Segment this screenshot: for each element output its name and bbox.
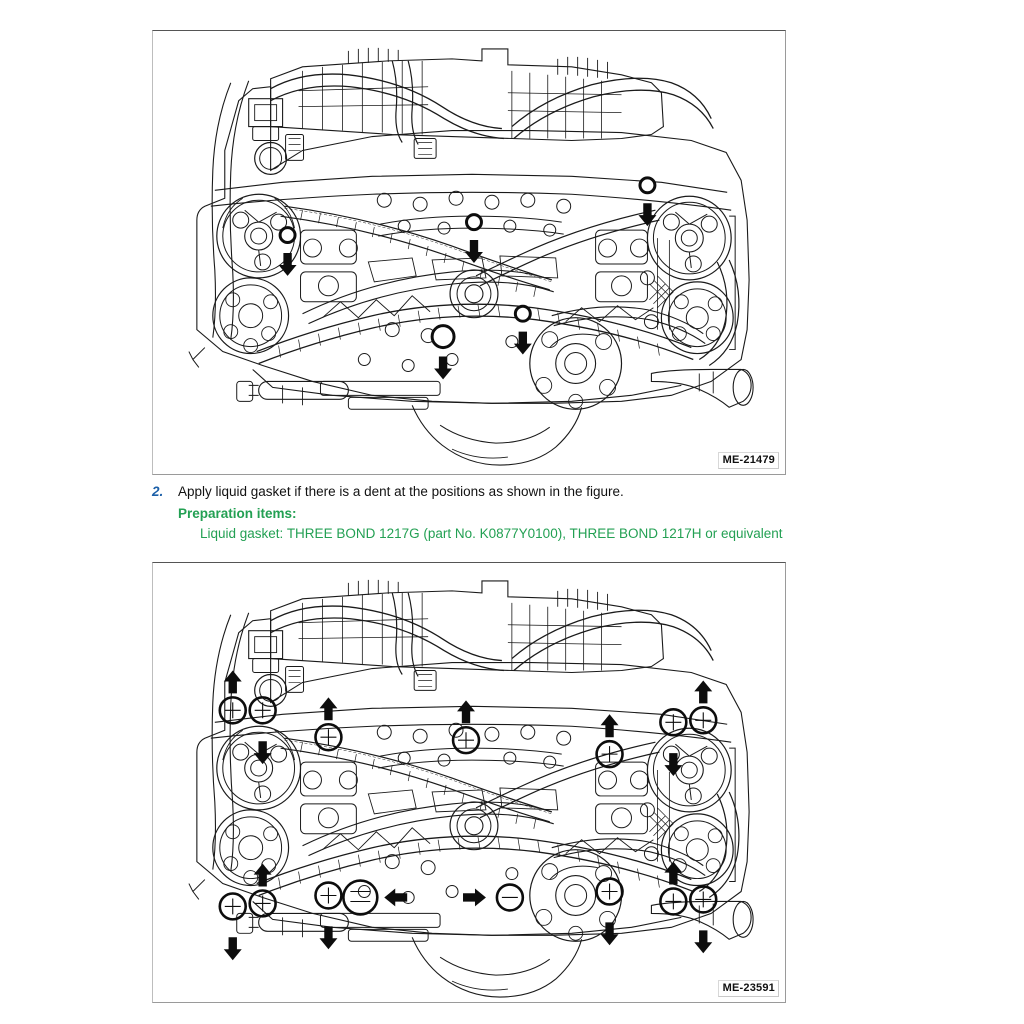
gasket-marker — [451, 700, 481, 755]
gasket-marker — [513, 304, 532, 355]
figure-code-bottom: ME-23591 — [717, 980, 779, 997]
gasket-marker — [430, 324, 456, 380]
gasket-marker — [595, 877, 624, 946]
engine-diagram-top — [188, 47, 754, 466]
gasket-marker — [278, 226, 297, 276]
gasket-marker — [659, 861, 688, 916]
step-number: 2. — [152, 484, 164, 499]
engine-diagram-bottom — [188, 579, 754, 998]
gasket-marker — [248, 696, 277, 765]
gasket-marker — [314, 881, 343, 950]
figure-bottom: ME-23591 — [152, 562, 786, 1003]
gasket-marker — [465, 213, 483, 263]
step-row: 2. Apply liquid gasket if there is a den… — [152, 484, 892, 501]
gasket-marker — [342, 879, 408, 916]
gasket-marker — [218, 892, 248, 961]
gasket-marker — [314, 697, 343, 752]
figure-top: ME-21479 — [152, 30, 786, 475]
gasket-marker — [595, 714, 624, 769]
preparation-heading: Preparation items: — [178, 505, 297, 521]
gasket-marker — [218, 670, 248, 725]
gasket-marker — [689, 885, 718, 954]
gasket-marker — [463, 883, 525, 912]
gasket-marker — [689, 680, 718, 735]
marker-group-top — [278, 176, 657, 380]
gasket-marker — [659, 708, 688, 777]
step-text: Apply liquid gasket if there is a dent a… — [178, 484, 624, 499]
figure-code-top: ME-21479 — [717, 452, 779, 469]
gasket-marker — [638, 176, 657, 227]
marker-group-bottom — [218, 670, 718, 961]
preparation-detail: Liquid gasket: THREE BOND 1217G (part No… — [200, 526, 783, 542]
gasket-marker — [248, 863, 277, 918]
instruction-block: 2. Apply liquid gasket if there is a den… — [152, 484, 892, 543]
